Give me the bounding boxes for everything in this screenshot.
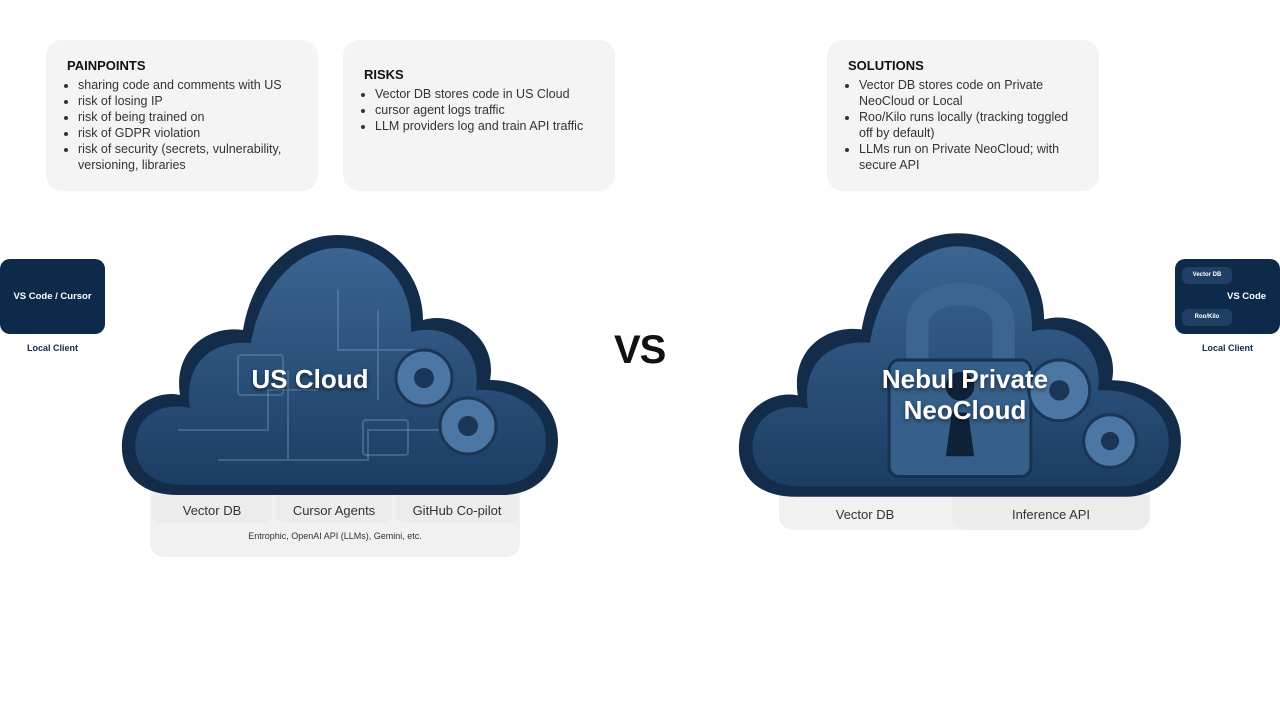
nebul-cloud-title: Nebul Private NeoCloud xyxy=(881,364,1049,425)
list-item: risk of losing IP xyxy=(78,93,298,109)
painpoints-title: PAINPOINTS xyxy=(67,58,146,73)
service-cursor-agents: Cursor Agents xyxy=(276,495,392,523)
risks-title: RISKS xyxy=(364,67,404,82)
list-item: sharing code and comments with US xyxy=(78,77,298,93)
service-inference-api: Inference API xyxy=(952,495,1150,530)
us-cloud-icon xyxy=(121,235,559,495)
list-item: Vector DB stores code in US Cloud xyxy=(375,86,595,102)
service-vector-db: Vector DB xyxy=(835,507,895,522)
local-client-caption: Local Client xyxy=(26,343,78,353)
solutions-panel: SOLUTIONS Vector DB stores code on Priva… xyxy=(827,40,1099,191)
painpoints-list: sharing code and comments with US risk o… xyxy=(67,77,298,173)
service-vector-db: Vector DB xyxy=(152,495,272,523)
list-item: Vector DB stores code on Private NeoClou… xyxy=(859,77,1079,109)
client-label: VS Code / Cursor xyxy=(13,291,92,302)
painpoints-panel: PAINPOINTS sharing code and comments wit… xyxy=(46,40,318,191)
roo-kilo-module: Roo/Kilo xyxy=(1182,309,1232,326)
list-item: LLMs run on Private NeoCloud; with secur… xyxy=(859,141,1079,173)
list-item: cursor agent logs traffic xyxy=(375,102,595,118)
list-item: risk of security (secrets, vulnerability… xyxy=(78,141,298,173)
risks-list: Vector DB stores code in US Cloud cursor… xyxy=(364,86,595,134)
list-item: risk of GDPR violation xyxy=(78,125,298,141)
us-cloud-title: US Cloud xyxy=(251,364,369,394)
llm-providers: Entrophic, OpenAI API (LLMs), Gemini, et… xyxy=(248,531,422,541)
solutions-title: SOLUTIONS xyxy=(848,58,924,73)
local-client-caption: Local Client xyxy=(1201,343,1253,353)
risks-panel: RISKS Vector DB stores code in US Cloud … xyxy=(343,40,615,191)
list-item: LLM providers log and train API traffic xyxy=(375,118,595,134)
local-client-box-left: VS Code / Cursor xyxy=(0,259,105,334)
client-label: VS Code xyxy=(1227,291,1267,302)
service-github-copilot: GitHub Co-pilot xyxy=(396,495,518,523)
solutions-list: Vector DB stores code on Private NeoClou… xyxy=(848,77,1079,173)
vector-db-module: Vector DB xyxy=(1182,267,1232,284)
nebul-cloud-icon xyxy=(738,233,1181,497)
vs-label: VS xyxy=(614,328,666,372)
nebul-cloud-services: Vector DB Inference API xyxy=(779,495,1150,530)
local-client-box-right: Vector DB Roo/Kilo VS Code xyxy=(1175,259,1280,334)
list-item: Roo/Kilo runs locally (tracking toggled … xyxy=(859,109,1079,141)
list-item: risk of being trained on xyxy=(78,109,298,125)
us-cloud-services: Vector DB Cursor Agents GitHub Co-pilot … xyxy=(150,490,520,557)
